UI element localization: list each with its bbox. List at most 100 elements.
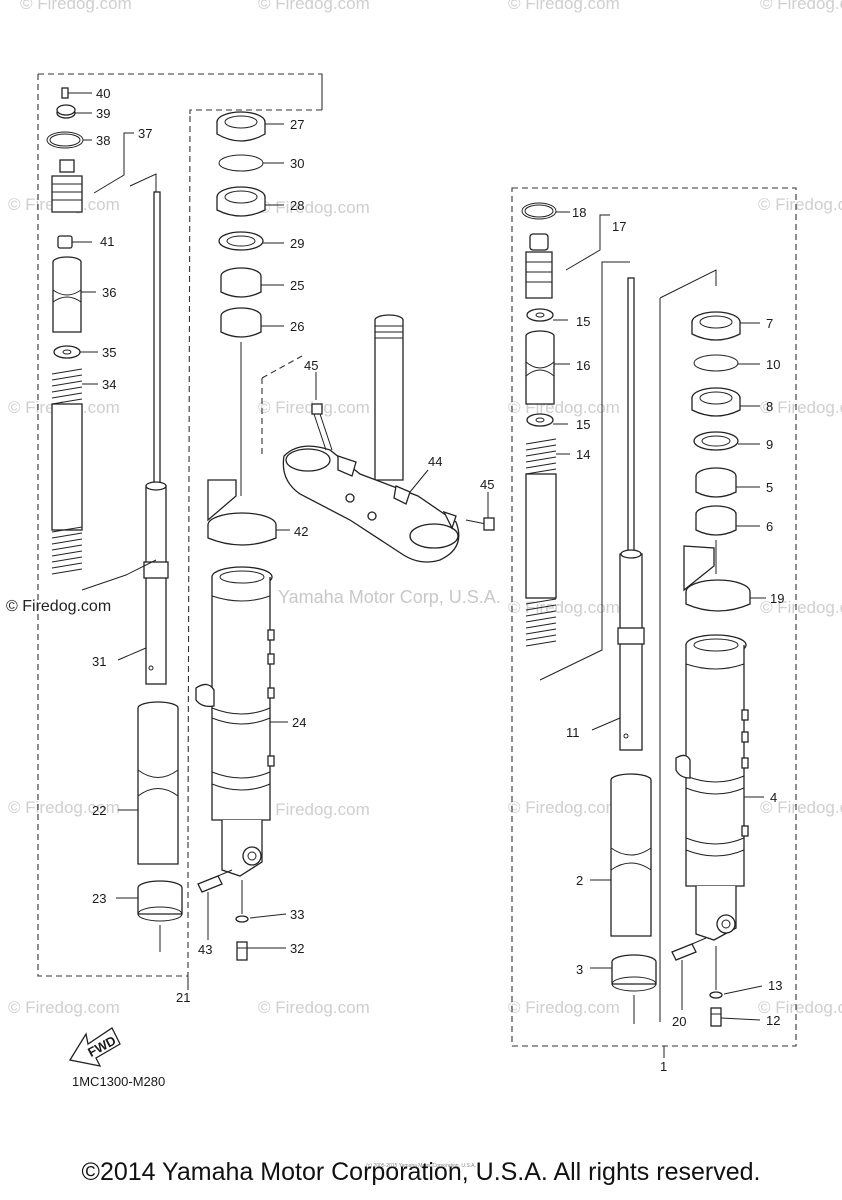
part-12-drain-bolt bbox=[710, 1007, 761, 1027]
part-45-bolt-side bbox=[465, 492, 495, 531]
watermark: © Firedog.com bbox=[760, 598, 842, 617]
callout-18: 18 bbox=[572, 205, 586, 220]
fork-cap-bolt-right bbox=[525, 233, 553, 299]
callout-8: 8 bbox=[766, 399, 773, 414]
watermark: © Firedog.com bbox=[758, 195, 842, 214]
part-11-damper-rod bbox=[591, 277, 645, 751]
callout-23: 23 bbox=[92, 891, 106, 906]
part-3-bushing bbox=[590, 954, 657, 992]
part-38 bbox=[46, 131, 92, 149]
watermark: © Firedog.com bbox=[508, 0, 620, 13]
diagram-reference-code: 1MC1300-M280 bbox=[72, 1074, 166, 1089]
part-25-bushing bbox=[220, 267, 284, 298]
callout-20: 20 bbox=[672, 1014, 686, 1029]
callout-9: 9 bbox=[766, 437, 773, 452]
callout-34: 34 bbox=[102, 377, 116, 392]
copyright-notice: ©2014 Yamaha Motor Corporation, U.S.A. A… bbox=[81, 1158, 761, 1186]
callout-35: 35 bbox=[102, 345, 116, 360]
assembly-boundary-left bbox=[37, 73, 323, 977]
callout-21: 21 bbox=[176, 990, 190, 1005]
callout-7: 7 bbox=[766, 316, 773, 331]
callout-45-top: 45 bbox=[304, 358, 318, 373]
callout-27: 27 bbox=[290, 117, 304, 132]
part-7-dust-seal bbox=[691, 311, 760, 341]
callout-36: 36 bbox=[102, 285, 116, 300]
callout-14: 14 bbox=[576, 447, 590, 462]
watermark: © Firedog.com bbox=[20, 0, 132, 13]
callout-26: 26 bbox=[290, 319, 304, 334]
svg-text:FWD: FWD bbox=[85, 1033, 118, 1060]
callout-44: 44 bbox=[428, 454, 442, 469]
callout-39: 39 bbox=[96, 106, 110, 121]
callout-31: 31 bbox=[92, 654, 106, 669]
watermark: © Firedog.com bbox=[6, 598, 112, 615]
callout-15-top: 15 bbox=[576, 314, 590, 329]
callout-38: 38 bbox=[96, 133, 110, 148]
part-36 bbox=[52, 256, 96, 333]
assembly-boundary-right bbox=[511, 187, 797, 1047]
part-15-washer-top bbox=[526, 308, 568, 322]
callout-2: 2 bbox=[576, 873, 583, 888]
callout-29: 29 bbox=[290, 236, 304, 251]
part-9-washer bbox=[693, 431, 760, 451]
part-10-clip bbox=[693, 354, 760, 372]
callout-12: 12 bbox=[766, 1013, 780, 1028]
watermark: © Firedog.com bbox=[8, 798, 120, 817]
fork-cap-bolt-left bbox=[51, 159, 83, 213]
callout-43: 43 bbox=[198, 942, 212, 957]
part-26-bushing bbox=[220, 307, 284, 338]
callout-37: 37 bbox=[138, 126, 152, 141]
watermark: © Firedog.com bbox=[760, 798, 842, 817]
part-6-bushing bbox=[695, 505, 760, 536]
callout-4: 4 bbox=[770, 790, 777, 805]
callout-22: 22 bbox=[92, 803, 106, 818]
part-4-outer-tube bbox=[675, 634, 764, 941]
callout-10: 10 bbox=[766, 357, 780, 372]
part-24-outer-tube bbox=[195, 566, 288, 877]
part-13-washer bbox=[709, 985, 763, 999]
watermark: © Firedog.com bbox=[760, 0, 842, 13]
part-27-dust-seal bbox=[216, 111, 284, 142]
fine-print: (c) 2005-2015 Yamaha Motor Corporation, … bbox=[366, 1163, 476, 1169]
part-22 bbox=[118, 701, 179, 865]
watermark: © Firedog.com bbox=[258, 198, 370, 217]
part-19-guard bbox=[683, 545, 766, 612]
fwd-arrow-icon: FWD bbox=[68, 1027, 121, 1067]
part-35 bbox=[53, 345, 98, 359]
watermark: © Firedog.com bbox=[508, 998, 620, 1017]
part-23 bbox=[116, 880, 183, 922]
callout-32: 32 bbox=[290, 941, 304, 956]
callout-1: 1 bbox=[660, 1059, 667, 1074]
part-16-spacer bbox=[525, 330, 570, 405]
callout-40: 40 bbox=[96, 86, 110, 101]
yamaha-watermark: Yamaha Motor Corp, U.S.A. bbox=[278, 587, 501, 607]
callout-17: 17 bbox=[612, 219, 626, 234]
part-45-bolt-top bbox=[311, 372, 333, 451]
watermark: © Firedog.com bbox=[508, 798, 620, 817]
callout-11: 11 bbox=[566, 725, 580, 740]
callout-6: 6 bbox=[766, 519, 773, 534]
part-41 bbox=[57, 235, 92, 249]
callout-30: 30 bbox=[290, 156, 304, 171]
part-20-bolt bbox=[671, 937, 707, 1010]
callout-24: 24 bbox=[292, 715, 306, 730]
callout-3: 3 bbox=[576, 962, 583, 977]
part-29-washer bbox=[218, 231, 284, 251]
watermark: © Firedog.com bbox=[758, 998, 842, 1017]
part-14-fork-spring bbox=[525, 438, 570, 647]
part-2-sleeve bbox=[590, 773, 652, 937]
part-28-oil-seal bbox=[216, 186, 284, 217]
part-8-oil-seal bbox=[691, 387, 760, 417]
part-18-o-ring bbox=[521, 202, 570, 220]
part-32-drain-bolt bbox=[236, 941, 286, 961]
watermark: © Firedog.com bbox=[258, 0, 370, 13]
callout-15-bottom: 15 bbox=[576, 417, 590, 432]
part-34-fork-spring bbox=[51, 368, 98, 575]
callout-25: 25 bbox=[290, 278, 304, 293]
part-15-washer-bottom bbox=[526, 413, 568, 427]
part-30-clip bbox=[218, 154, 284, 172]
watermark: © Firedog.com bbox=[760, 398, 842, 417]
watermark: © Firedog.com bbox=[8, 998, 120, 1017]
part-31-damper-rod bbox=[117, 173, 169, 685]
